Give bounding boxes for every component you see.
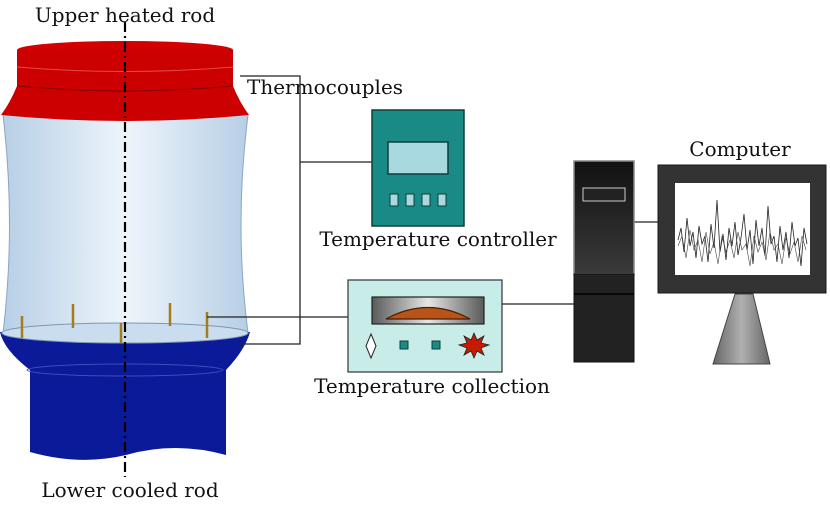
- computer-monitor: [657, 164, 827, 365]
- controller-button: [405, 193, 415, 207]
- upper-rod-label: Upper heated rod: [35, 3, 215, 27]
- starburst-alarm-icon: [457, 331, 491, 360]
- signal-trace: [677, 199, 808, 267]
- drive-bay: [582, 187, 626, 202]
- gauge-needle-arc: [385, 306, 471, 320]
- temperature-controller: [371, 109, 465, 227]
- computer-tower: [573, 160, 635, 363]
- computer-label: Computer: [689, 137, 791, 161]
- controller-button: [389, 193, 399, 207]
- thermocouples-label: Thermocouples: [247, 75, 403, 99]
- square-button-icon: [399, 340, 409, 350]
- wiring: [207, 75, 658, 345]
- controller-screen: [387, 141, 449, 175]
- square-button-icon: [431, 340, 441, 350]
- controller-button: [437, 193, 447, 207]
- temperature-collection: [347, 279, 503, 373]
- lower-rod-label: Lower cooled rod: [41, 478, 218, 502]
- temperature-controller-label: Temperature controller: [319, 227, 557, 251]
- temperature-collection-label: Temperature collection: [314, 374, 550, 398]
- controller-button: [421, 193, 431, 207]
- thermocouple-probes: [20, 303, 209, 343]
- diamond-indicator-icon: [365, 332, 377, 360]
